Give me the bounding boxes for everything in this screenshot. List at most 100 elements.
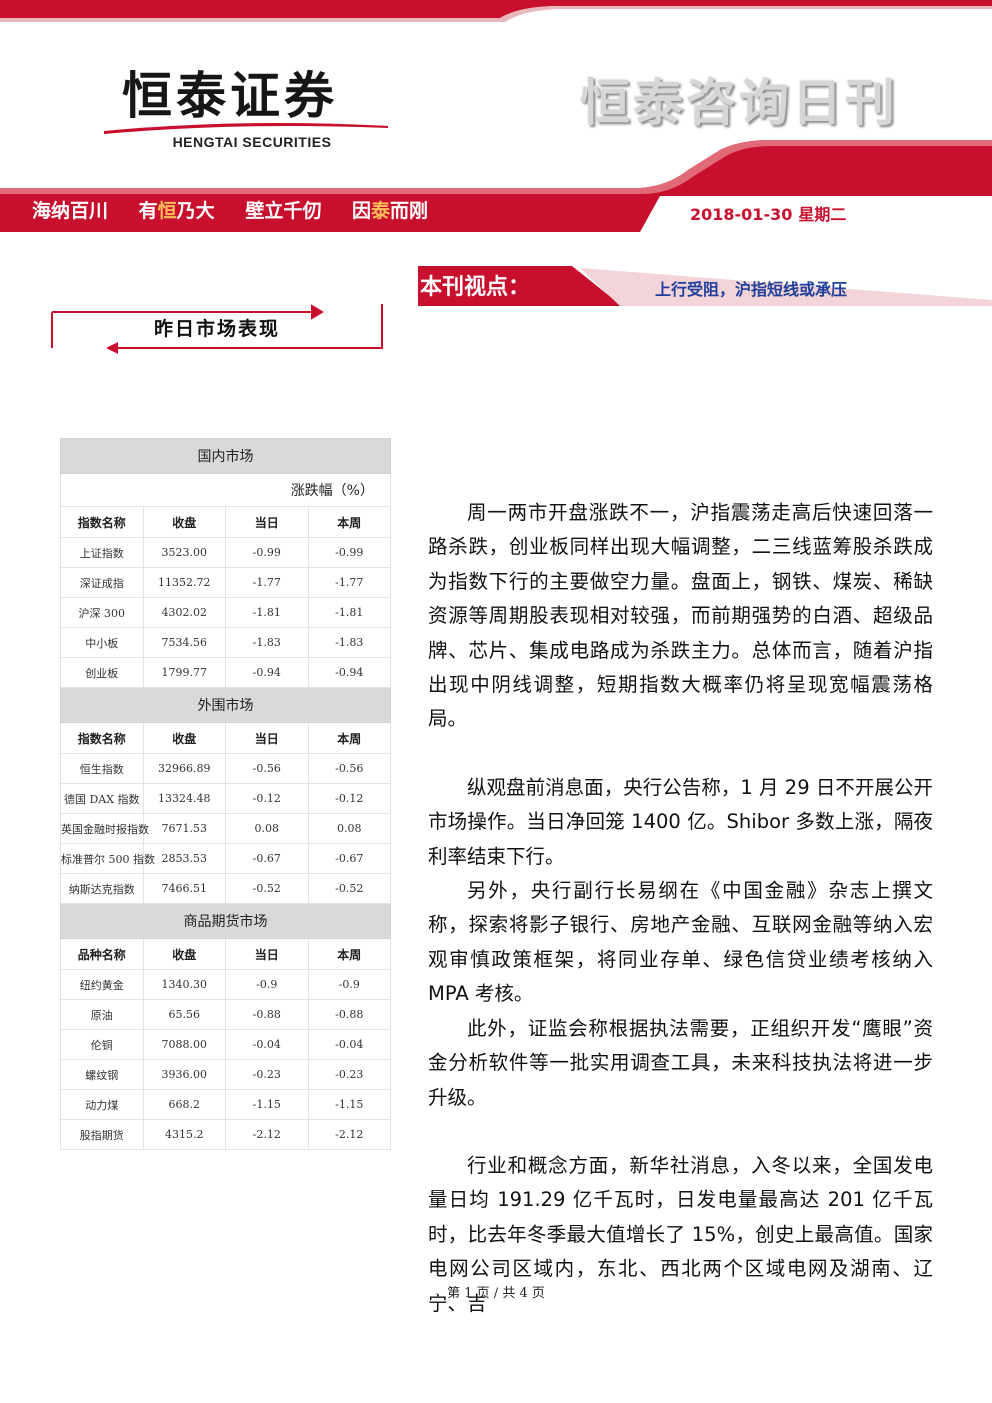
table-cell: -2.12 (225, 1119, 309, 1150)
table-cell: -2.12 (307, 1119, 391, 1150)
table-cell: 668.2 (142, 1089, 226, 1120)
table-cell: 上证指数 (60, 537, 144, 568)
table-cell: 螺纹钢 (60, 1059, 144, 1090)
table-cell: 1799.77 (142, 657, 226, 688)
issue-date: 2018-01-30 星期二 (690, 202, 846, 228)
table-cell: -1.77 (307, 567, 391, 598)
table-cell: 创业板 (60, 657, 144, 688)
section-label: 国内市场 (60, 438, 391, 474)
table-cell: -0.99 (225, 537, 309, 568)
table-cell: -0.52 (307, 873, 391, 904)
table-cell: 伦铜 (60, 1029, 144, 1060)
column-header: 当日 (225, 938, 309, 970)
column-header: 收盘 (142, 938, 226, 970)
market-section-title: 昨日市场表现 (153, 318, 280, 340)
table-cell: 纳斯达克指数 (60, 873, 144, 904)
table-cell: 标准普尔 500 指数 (60, 843, 155, 874)
logo-english: HENGTAI SECURITIES (172, 134, 332, 150)
section-label: 外围市场 (60, 687, 391, 723)
table-cell: 65.56 (142, 999, 226, 1030)
column-header: 本周 (307, 722, 391, 754)
article-body: 周一两市开盘涨跌不一，沪指震荡走高后快速回落一路杀跌，创业板同样出现大幅调整，二… (428, 496, 933, 1321)
table-cell: -0.88 (225, 999, 309, 1030)
table-cell: 4315.2 (142, 1119, 226, 1150)
table-cell: -0.67 (225, 843, 309, 874)
table-cell: 股指期货 (60, 1119, 144, 1150)
table-header-row: 品种名称收盘当日本周 (60, 938, 391, 970)
table-cell: 沪深 300 (60, 597, 144, 628)
table-cell: -0.56 (307, 753, 391, 784)
table-cell: -0.88 (307, 999, 391, 1030)
logo-wordmark: 恒泰证券 (122, 67, 338, 125)
table-cell: -0.52 (225, 873, 309, 904)
table-cell: -1.15 (307, 1089, 391, 1120)
table-cell: -0.12 (225, 783, 309, 814)
table-cell: 7671.53 (142, 813, 226, 844)
slogan-part-1: 海纳百川 (32, 200, 109, 222)
table-cell: -0.12 (307, 783, 391, 814)
page-number: 第 1 页 / 共 4 页 (447, 1286, 545, 1301)
section-label: 商品期货市场 (60, 903, 391, 939)
table-cell: 深证成指 (60, 567, 144, 598)
table-cell: 7088.00 (142, 1029, 226, 1060)
table-cell: 11352.72 (142, 567, 226, 598)
weekday-value: 星期二 (798, 205, 847, 224)
table-cell: 3523.00 (142, 537, 226, 568)
table-cell: 动力煤 (60, 1089, 144, 1120)
table-cell: 13324.48 (142, 783, 226, 814)
table-cell: 恒生指数 (60, 753, 144, 784)
table-cell: -0.94 (307, 657, 391, 688)
table-cell: 0.08 (307, 813, 391, 844)
table-cell: -0.04 (225, 1029, 309, 1060)
table-cell: -1.77 (225, 567, 309, 598)
table-cell: -0.67 (307, 843, 391, 874)
table-cell: 7534.56 (142, 627, 226, 658)
table-cell: 3936.00 (142, 1059, 226, 1090)
table-unit-row: 涨跌幅（%） (60, 473, 391, 507)
table-cell: -0.99 (307, 537, 391, 568)
date-value: 2018-01-30 (690, 205, 793, 224)
slogan-part-2: 有恒乃大 (138, 200, 215, 222)
table-cell: -0.9 (307, 969, 391, 1000)
table-cell: -0.23 (307, 1059, 391, 1090)
column-header: 品种名称 (60, 938, 144, 970)
column-header: 当日 (225, 722, 309, 754)
article-paragraph: 此外，证监会称根据执法需要，正组织开发“鹰眼”资金分析软件等一批实用调查工具，未… (428, 1016, 933, 1109)
table-cell: 4302.02 (142, 597, 226, 628)
table-cell: 英国金融时报指数 (60, 813, 149, 844)
table-cell: -0.9 (225, 969, 309, 1000)
table-cell: -0.56 (225, 753, 309, 784)
table-section-header: 商品期货市场 (60, 903, 391, 939)
table-cell: -1.81 (307, 597, 391, 628)
article-paragraph: 纵观盘前消息面，央行公告称，1 月 29 日不开展公开市场操作。当日净回笼 14… (428, 775, 933, 868)
article-paragraph: 周一两市开盘涨跌不一，沪指震荡走高后快速回落一路杀跌，创业板同样出现大幅调整，二… (428, 501, 933, 731)
table-cell: 2853.53 (142, 843, 226, 874)
column-header: 本周 (307, 938, 391, 970)
table-cell: 32966.89 (142, 753, 226, 784)
column-header: 本周 (307, 506, 391, 538)
table-cell: -0.23 (225, 1059, 309, 1090)
table-cell: 1340.30 (142, 969, 226, 1000)
table-header-row: 指数名称收盘当日本周 (60, 506, 391, 538)
table-section-header: 国内市场 (60, 438, 391, 474)
table-cell: -1.83 (307, 627, 391, 658)
table-cell: -0.04 (307, 1029, 391, 1060)
table-cell: -1.81 (225, 597, 309, 628)
column-header: 指数名称 (60, 506, 144, 538)
slogan-part-4: 因泰而刚 (351, 200, 428, 222)
unit-label: 涨跌幅（%） (60, 473, 391, 507)
table-cell: 7466.51 (142, 873, 226, 904)
slogan-part-3: 壁立千仞 (245, 200, 322, 222)
